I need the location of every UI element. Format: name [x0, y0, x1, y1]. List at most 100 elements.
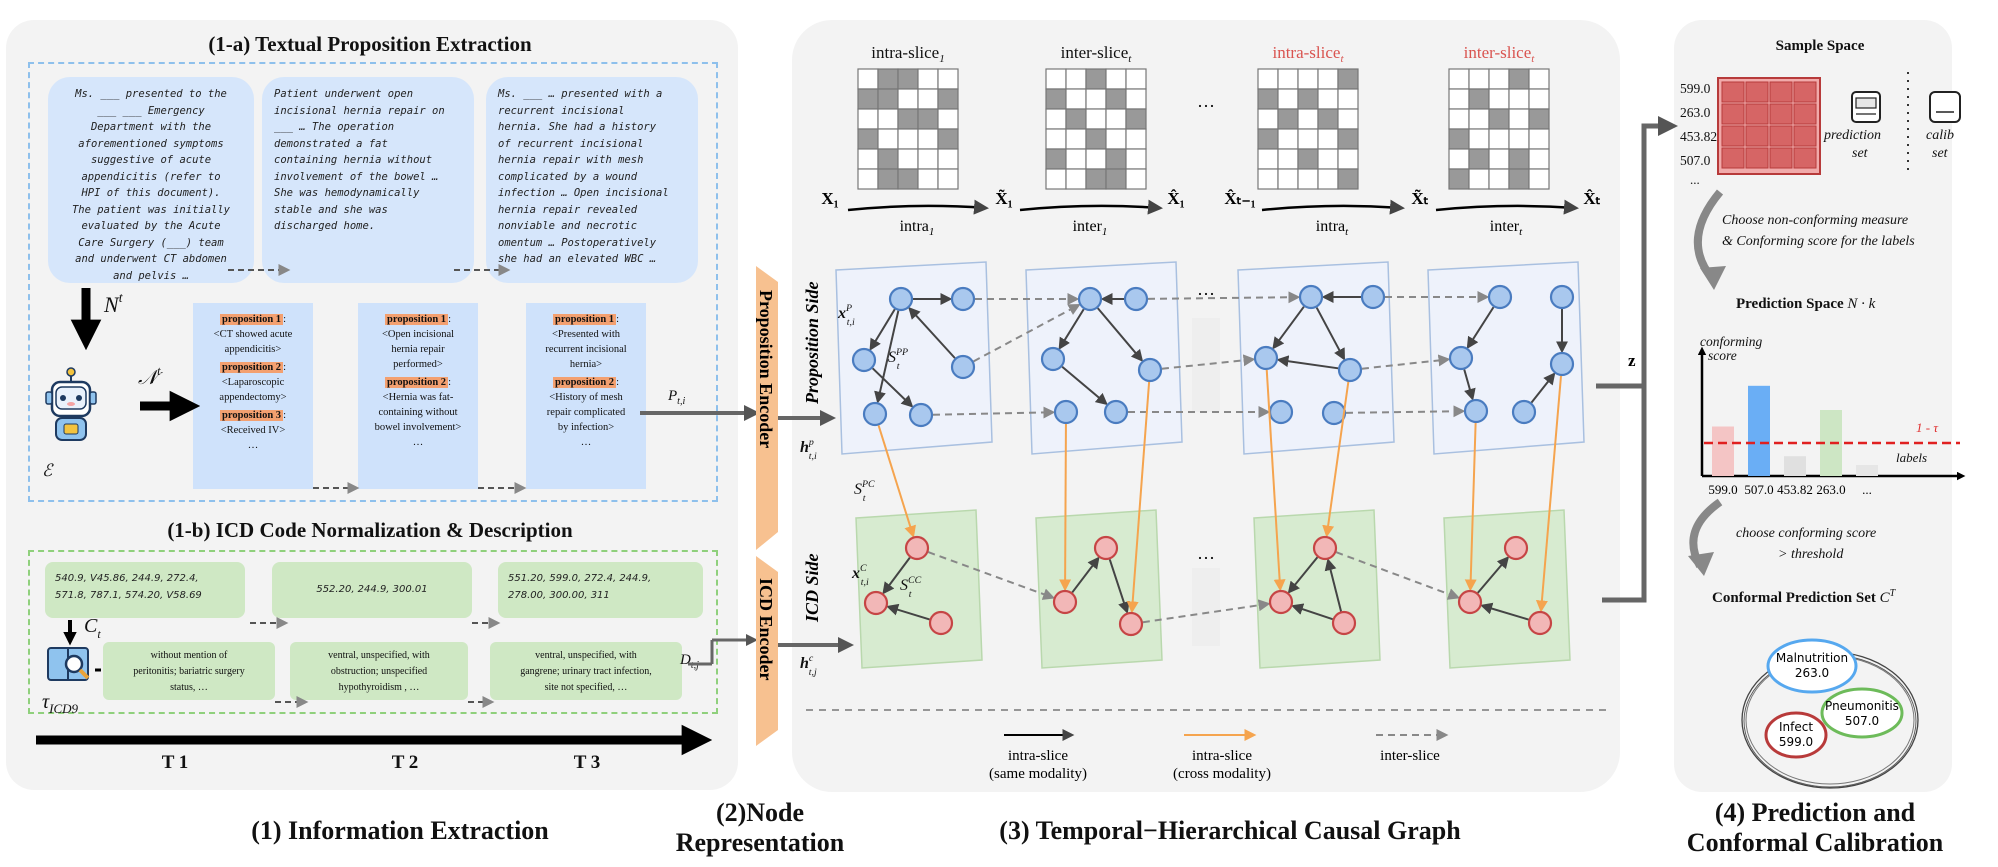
matrix-cell [1337, 88, 1359, 110]
note-line: Department with the [90, 121, 212, 133]
note-line: Ms. ___ presented to the [75, 88, 227, 100]
matrix-cell [1125, 168, 1147, 190]
sequence-node: X₁ [821, 189, 838, 208]
proposition-text: appendectomy> [219, 392, 287, 403]
matrix-cell [1528, 108, 1550, 130]
proposition-tag: proposition 2: [220, 362, 286, 373]
sample-cell [1721, 103, 1745, 125]
matrix-cell [897, 108, 919, 130]
sample-cell [1793, 125, 1817, 147]
sequence-node: X̂ₜ₋₁ [1224, 189, 1255, 208]
matrix-cell [1257, 88, 1279, 110]
symbol-C: Ct [84, 615, 101, 641]
panel4-caption-line2: Conformal Calibration [1686, 828, 1944, 857]
matrix-cell [917, 88, 939, 110]
cross-modality-edge [1535, 375, 1562, 613]
code-line: 571.8, 787.1, 574.20, V58.69 [55, 590, 202, 601]
matrix-cell [857, 148, 879, 170]
matrix-cell [897, 128, 919, 150]
prediction-space-math: N · k [1847, 296, 1876, 312]
icd-book-icon [47, 647, 90, 681]
matrix-cell [1488, 108, 1510, 130]
proposition-node [1549, 284, 1575, 310]
icd-intra-edge [1477, 556, 1510, 594]
slice-title: intra-slice1 [871, 43, 944, 65]
matrix-cell [1468, 148, 1490, 170]
note-line: incisional hernia repair on [274, 104, 445, 117]
matrix-cell [1508, 128, 1530, 150]
panel2-caption-line2: Representation [675, 828, 845, 857]
graph-output-connector [1602, 380, 1647, 603]
matrix-cell [1105, 68, 1127, 90]
symbol-tau-sub: ICD9 [48, 701, 78, 716]
matrix-cell [1125, 88, 1147, 110]
adjacency-matrix [1448, 68, 1550, 190]
note-line: discharged home. [274, 220, 376, 232]
chart-tick-label: 507.0 [1744, 482, 1773, 497]
desc-line: hypothyroidism , … [338, 682, 420, 693]
adjacency-matrix [1257, 68, 1359, 190]
icd-intra-edge [886, 603, 930, 621]
matrix-cell [1468, 68, 1490, 90]
chart-tick-label: 263.0 [1816, 482, 1845, 497]
matrix-cell [1065, 148, 1087, 170]
edge-label-sub: t [1345, 226, 1349, 238]
sequence-node: X̂₁ [1167, 189, 1184, 208]
note-line: evaluated by the Acute [81, 220, 221, 232]
label-x-c-base: x [851, 565, 860, 582]
proposition-node [851, 347, 877, 373]
intra-slice-edge [1061, 365, 1108, 406]
proposition-text: appendicitis> [224, 344, 282, 355]
sample-label-4: 507.0 [1680, 153, 1711, 168]
matrix-cell [1125, 128, 1147, 150]
cross-modality-edge [877, 425, 916, 538]
matrix-cell [917, 128, 939, 150]
proposition-node [1463, 398, 1489, 424]
conformal-set-math: C [1879, 590, 1890, 606]
matrix-cell [897, 168, 919, 190]
infect-circle [1764, 711, 1828, 759]
proposition-text: <Hernia was fat- [382, 392, 454, 403]
matrix-cell [1277, 108, 1299, 130]
matrix-cell [1488, 168, 1510, 190]
inter-slice-edge [1345, 405, 1466, 418]
label-x-c-sup: C [860, 563, 867, 574]
icd-encoder-shape [756, 556, 778, 746]
sequence-node: X̃₁ [995, 188, 1012, 208]
symbol-P-base: P [667, 388, 677, 404]
edge-label-base: inter [1073, 218, 1103, 235]
sequence-edge-label: intrat [1316, 218, 1349, 238]
slice-title-sub: 1 [939, 53, 945, 65]
robot-face [55, 386, 87, 410]
matrix-cell [1317, 168, 1339, 190]
symbol-tau-base: τ [42, 691, 50, 713]
matrix-cell [917, 108, 939, 130]
note-line: containing hernia without [274, 154, 433, 166]
sample-cell [1793, 81, 1817, 103]
icd-node [1312, 535, 1338, 561]
proposition-text: <Open incisional [381, 329, 455, 340]
proposition-node [1137, 357, 1163, 383]
slice-title-base: inter-slice [1061, 43, 1129, 62]
edge-label-sub: t [1519, 226, 1523, 238]
proposition-text: repair complicated [546, 407, 626, 418]
robot-icon [45, 367, 97, 441]
matrix-cell [1448, 168, 1470, 190]
matrix-cell [1045, 148, 1067, 170]
icd-node [928, 610, 954, 636]
proposition-encoder-shape [756, 266, 778, 550]
matrix-cell [1105, 128, 1127, 150]
proposition-node [1253, 345, 1279, 371]
proposition-node [1123, 286, 1149, 312]
matrix-cell [1317, 108, 1339, 130]
matrix-cell [1468, 88, 1490, 110]
symbol-Ncal-t-base: 𝒩 [138, 367, 163, 389]
matrix-cell [1528, 88, 1550, 110]
icd-normalization-region [28, 550, 718, 714]
matrix-cell [857, 168, 879, 190]
icd-intra-edge [1108, 559, 1130, 614]
